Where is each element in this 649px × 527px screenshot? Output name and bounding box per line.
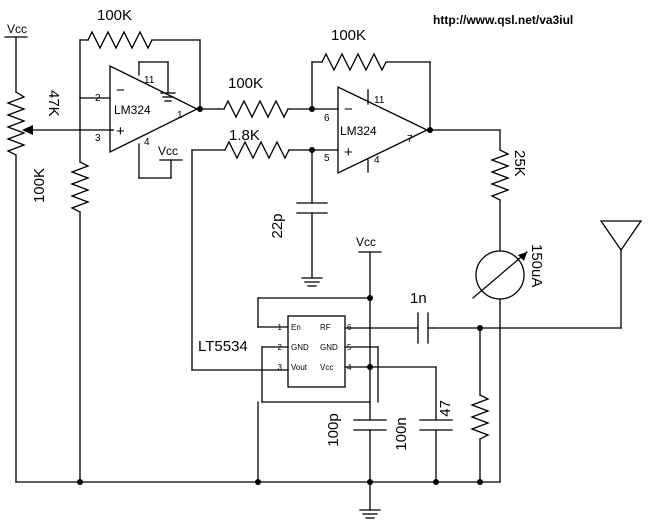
vcc-left-terminal: Vcc (4, 22, 28, 38)
node-gnd-3 (367, 479, 373, 485)
c-22p-label: 22p (269, 213, 286, 238)
pot-47k-label: 47K (45, 90, 62, 117)
resistor-100k-feedback-2: 100K (311, 27, 431, 131)
r-feedback-1-label: 100K (97, 7, 132, 24)
opamp-1-pin-pos: 3 (95, 133, 101, 144)
opamp-1-name: LM324 (114, 103, 151, 117)
opamp-1-pin-gnd: 11 (144, 75, 155, 86)
node-gnd-4 (433, 479, 439, 485)
resistor-47: 47 (437, 327, 490, 483)
lt5534-chip: LT5534 1 En 2 GND 3 Vout 4 Vcc 5 GND 6 R… (198, 297, 379, 483)
chip-name: LT5534 (198, 338, 248, 355)
r-series-label: 100K (228, 75, 263, 92)
meter-150ua: 150uA (472, 244, 545, 483)
node-opamp1-output (197, 106, 203, 112)
node-rf-junction (477, 325, 483, 331)
opamp-1-pin-vcc: 4 (144, 137, 150, 148)
r-feedback-2-label: 100K (331, 27, 366, 44)
capacitor-100p: 100p (325, 413, 387, 483)
node-vcc-chip (367, 364, 373, 370)
node-gnd-2 (255, 479, 261, 485)
vcc-chip-terminal: Vcc (356, 235, 437, 421)
capacitor-100n: 100n (393, 417, 453, 483)
c-1n-label: 1n (410, 290, 427, 307)
r-divider-label: 100K (31, 168, 48, 203)
vcc-left-label: Vcc (7, 22, 27, 36)
r-47-label: 47 (437, 400, 454, 417)
chip-pin-6-num: 6 (347, 323, 352, 332)
chip-pin-4-label: Vcc (320, 363, 333, 372)
resistor-100k-divider: 100K (31, 97, 90, 483)
r-1k8-label: 1.8K (229, 127, 260, 144)
opamp-1-vcc-label: Vcc (158, 144, 178, 158)
opamp-2-pin-vcc: 4 (374, 155, 380, 166)
vcc-chip-label: Vcc (356, 235, 376, 249)
resistor-100k-feedback-1: 100K (79, 7, 201, 110)
resistor-100k-series: 100K (217, 75, 339, 119)
chip-pin-1-label: En (291, 323, 301, 332)
c-100p-label: 100p (325, 413, 342, 446)
antenna-icon (432, 220, 643, 329)
opamp-1-pin-out: 1 (177, 110, 183, 121)
node-vcc-en (367, 295, 373, 301)
ground-rail (15, 481, 501, 519)
opamp-1-minus: − (116, 82, 125, 99)
website-url: http://www.qsl.net/va3iul (433, 13, 573, 27)
node-gnd-5 (477, 479, 483, 485)
opamp-2-name: LM324 (340, 124, 377, 138)
opamp-2-plus: + (344, 144, 353, 161)
opamp-2-pin-gnd: 11 (374, 95, 385, 106)
opamp-2-pin-neg: 6 (324, 113, 330, 124)
chip-pin-6-label: RF (320, 323, 331, 332)
resistor-1k8: 1.8K (191, 127, 339, 371)
capacitor-1n: 1n (344, 290, 434, 344)
node-gnd-1 (77, 479, 83, 485)
opamp-2-pin-out: 7 (407, 134, 413, 145)
opamp-2-minus: − (344, 101, 353, 118)
capacitor-22p: 22p (269, 149, 328, 287)
pot-wiper-arrow (22, 125, 114, 135)
opamp-1: LM324 − + 2 3 1 11 4 Vcc (79, 61, 219, 179)
chip-pins: 1 En 2 GND 3 Vout 4 Vcc 5 GND 6 RF (278, 323, 352, 372)
resistor-25k: 25K (490, 129, 528, 251)
chip-pin-3-label: Vout (291, 363, 308, 372)
opamp-1-plus: + (116, 123, 125, 140)
opamp-2-pin-pos: 5 (324, 153, 330, 164)
chip-pin-5-label: GND (320, 343, 338, 352)
opamp-2: LM324 − + 6 5 7 11 4 (324, 85, 501, 175)
r-25k-label: 25K (511, 150, 528, 177)
meter-label: 150uA (528, 244, 545, 287)
chip-pin-2-label: GND (291, 343, 309, 352)
potentiometer-47k: 47K (6, 36, 62, 483)
chip-pin-3-num: 3 (278, 363, 283, 372)
c-100n-label: 100n (393, 417, 410, 450)
